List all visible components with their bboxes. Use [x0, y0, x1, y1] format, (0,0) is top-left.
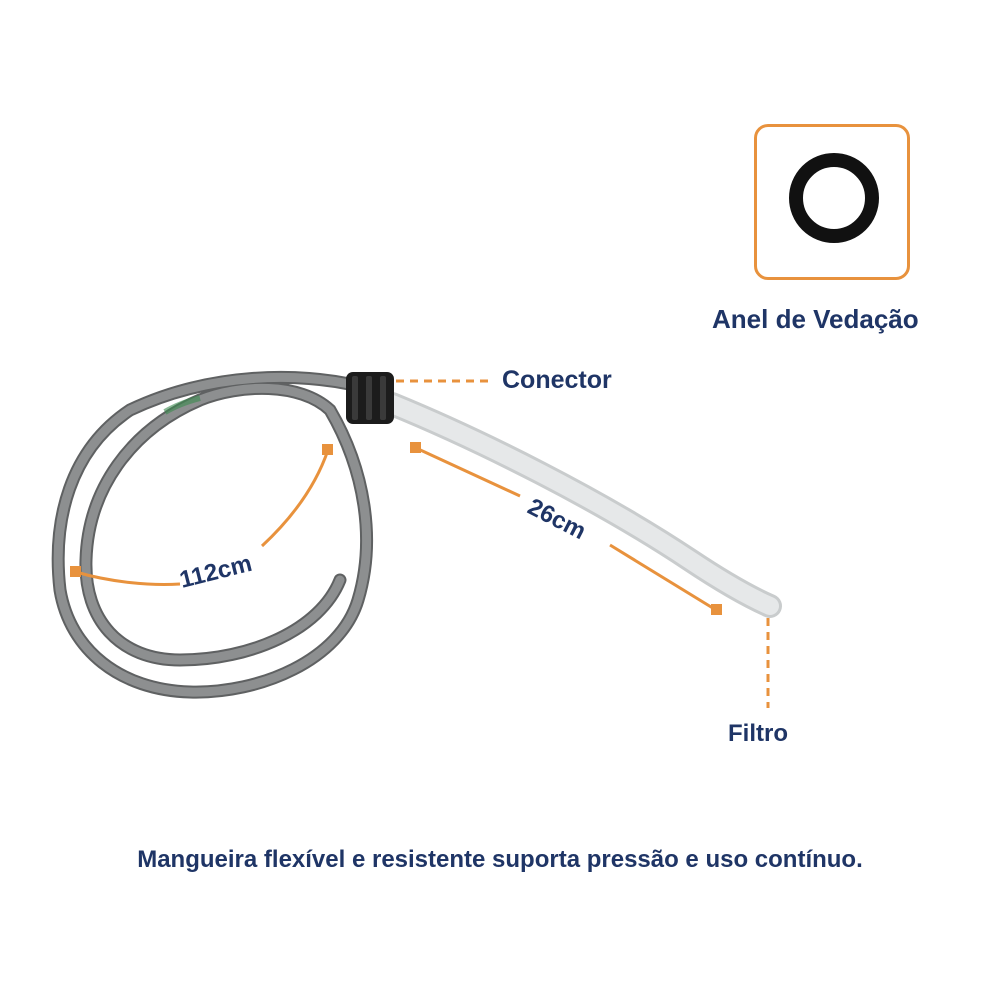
tube-length-dimension: 26cm — [410, 442, 722, 615]
connector-nut — [346, 372, 394, 424]
seal-ring-label: Anel de Vedação — [712, 304, 919, 334]
seal-ring-frame — [754, 124, 910, 280]
seal-ring-icon — [789, 153, 879, 243]
hose-length-label: 112cm — [177, 550, 255, 594]
product-caption: Mangueira flexível e resistente suporta … — [137, 846, 863, 873]
connector-label: Conector — [502, 366, 612, 394]
gray-hose — [51, 370, 374, 699]
translucent-tube — [380, 392, 782, 618]
filter-label: Filtro — [728, 720, 788, 747]
